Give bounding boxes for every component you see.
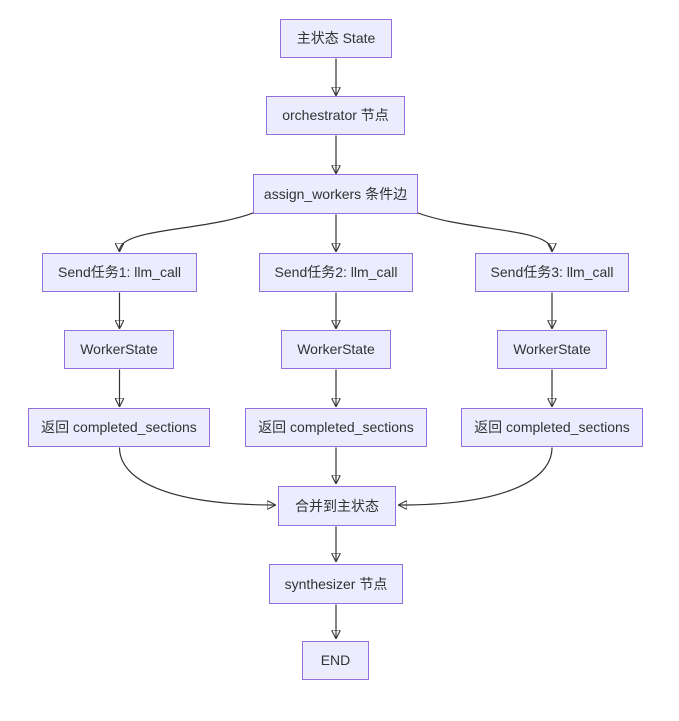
node-merge-to-main-state: 合并到主状态 — [278, 486, 396, 526]
node-assign-workers: assign_workers 条件边 — [253, 174, 418, 214]
node-main-state: 主状态 State — [280, 19, 392, 58]
node-worker-state-1: WorkerState — [64, 330, 174, 369]
node-synthesizer: synthesizer 节点 — [269, 564, 403, 604]
node-send-task-1: Send任务1: llm_call — [42, 253, 197, 292]
node-worker-state-2: WorkerState — [281, 330, 391, 369]
edge-return3-merge — [399, 447, 553, 506]
edge-assign-send3 — [412, 210, 552, 251]
node-end: END — [302, 641, 369, 680]
edge-return1-merge — [118, 447, 276, 506]
node-return-sections-2: 返回 completed_sections — [245, 408, 427, 447]
node-send-task-2: Send任务2: llm_call — [259, 253, 413, 292]
node-orchestrator: orchestrator 节点 — [266, 96, 405, 135]
node-worker-state-3: WorkerState — [497, 330, 607, 369]
node-return-sections-3: 返回 completed_sections — [461, 408, 643, 447]
node-send-task-3: Send任务3: llm_call — [475, 253, 629, 292]
edge-assign-send1 — [120, 210, 259, 251]
node-return-sections-1: 返回 completed_sections — [28, 408, 210, 447]
